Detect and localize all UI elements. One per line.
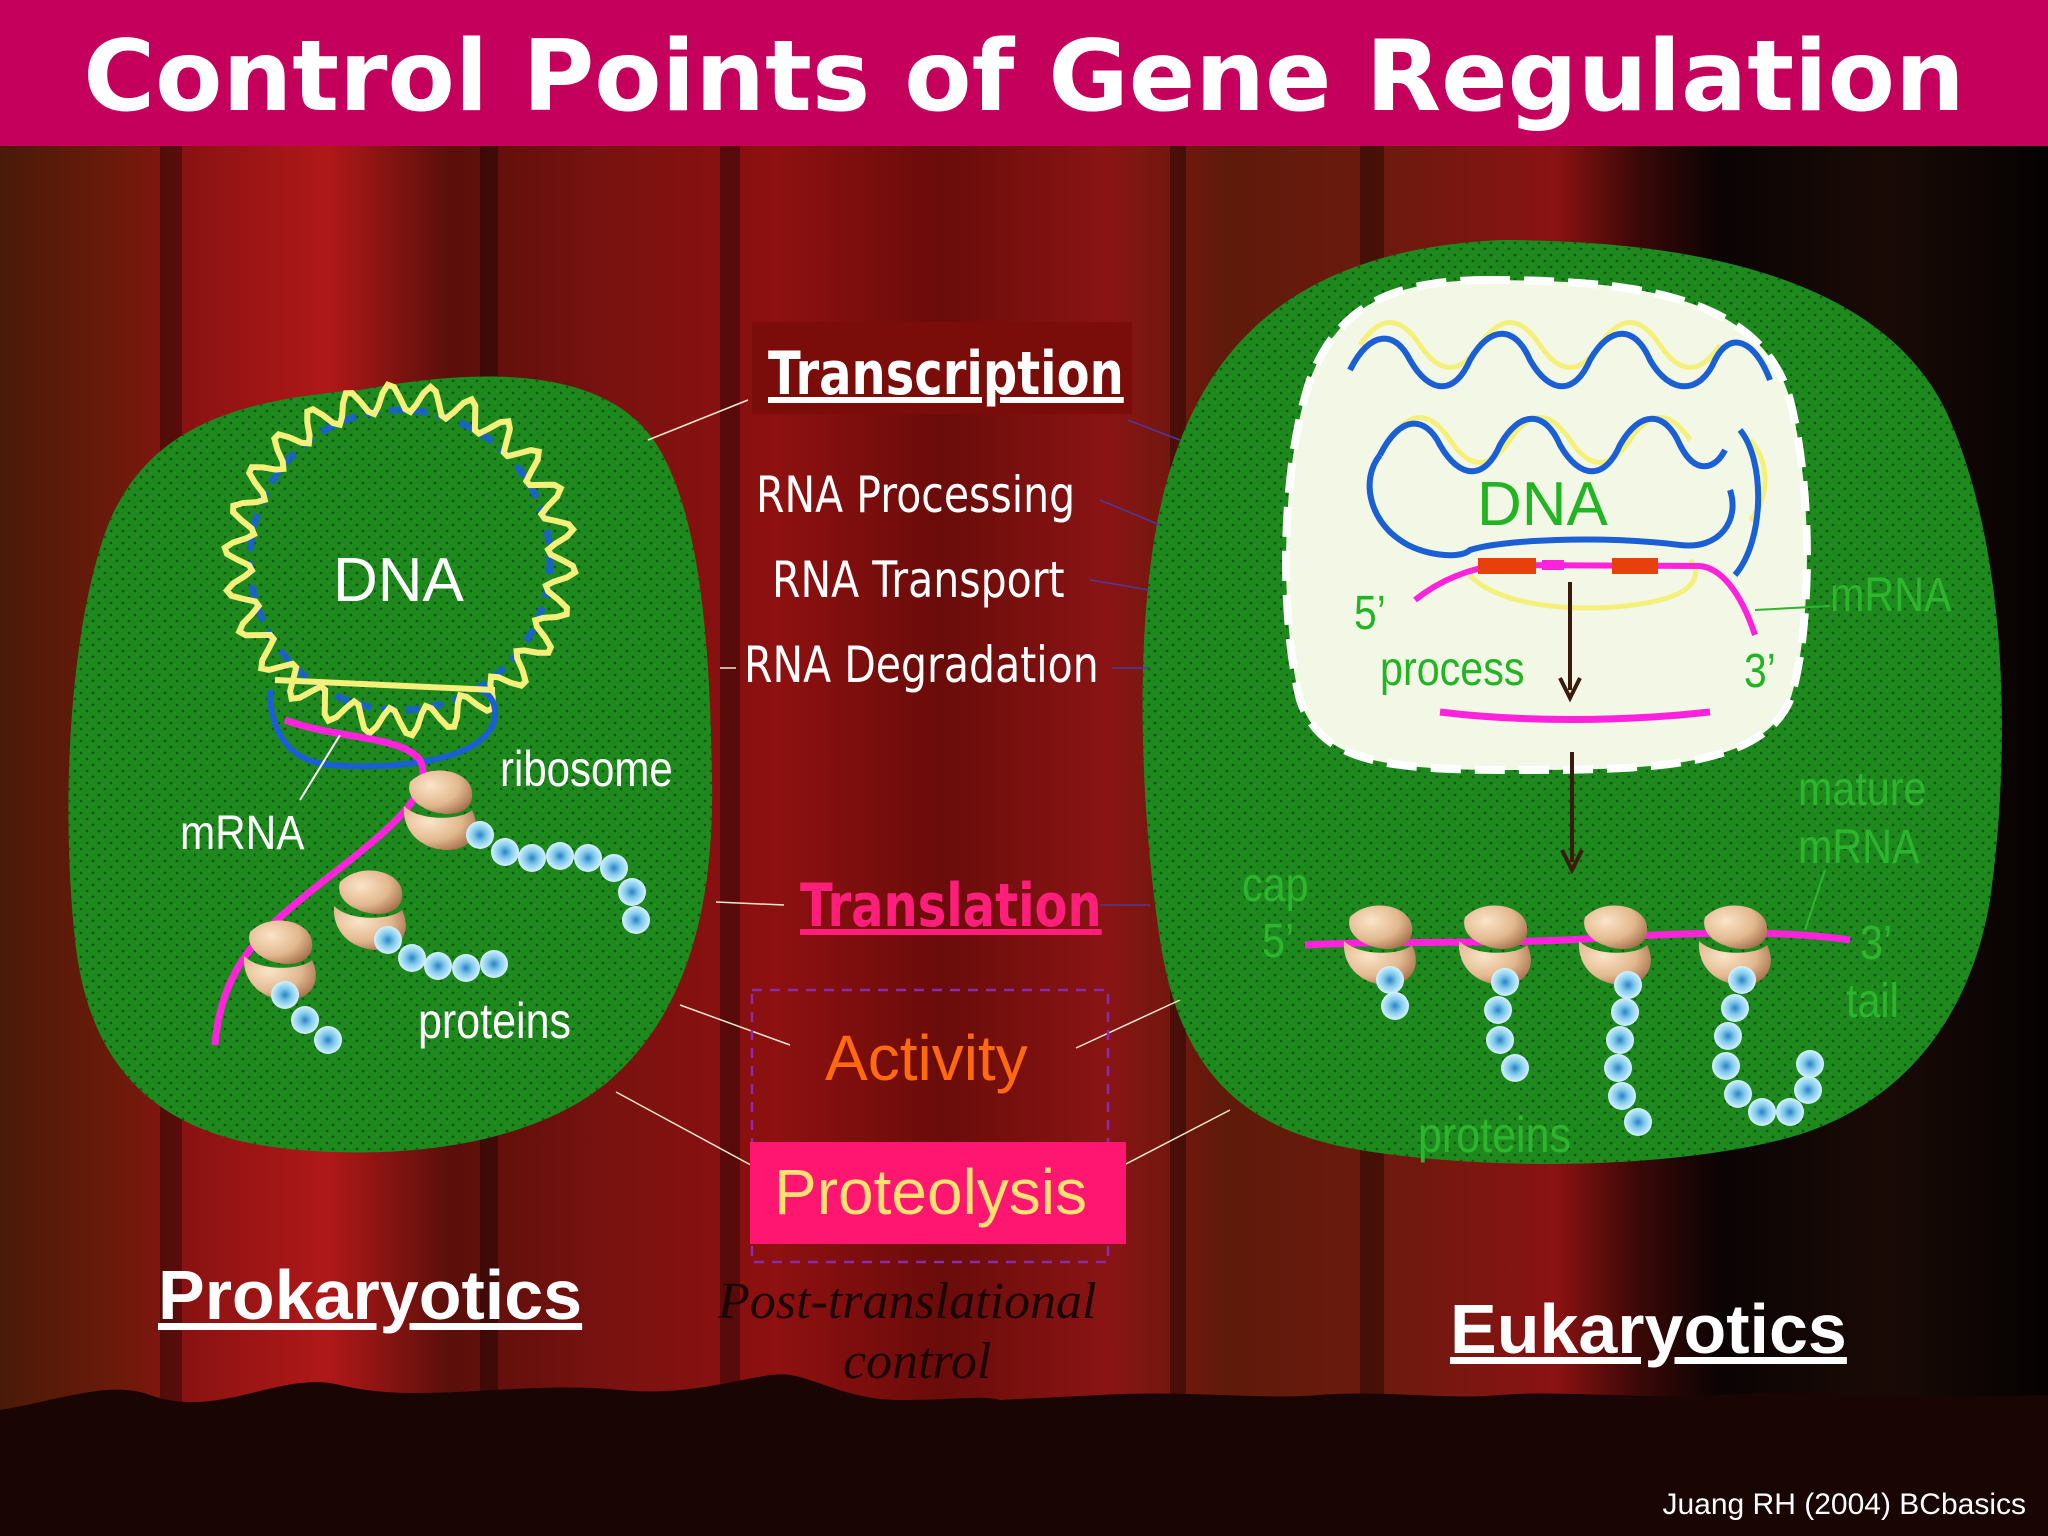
label-translation: Translation (800, 871, 1102, 941)
prokaryotic-proteins-label: proteins (418, 993, 571, 1049)
prokaryotic-mrna-label: mRNA (180, 807, 305, 860)
title-bar (0, 0, 2048, 146)
prokaryotic-mrna-strand (211, 716, 427, 1046)
prokaryotic-ribosome-label: ribosome (500, 741, 673, 797)
ground-silhouette (0, 1374, 2048, 1536)
eukaryotics-heading: Eukaryotics (1450, 1290, 1847, 1368)
pre-mrna-strand (1413, 561, 1758, 636)
label-post-translational: Post-translational (718, 1273, 1097, 1330)
prokaryotic-dna-strand (221, 381, 579, 739)
post-translational-box (750, 988, 1110, 1264)
eukaryotic-mrna-label: mRNA (1830, 569, 1952, 622)
prokaryotic-dna-label: DNA (333, 546, 464, 615)
label-rna-transport: RNA Transport (772, 551, 1065, 609)
eukaryotic-dna-label: DNA (1477, 470, 1608, 539)
cap-label: cap (1242, 859, 1309, 912)
leader-lines (615, 399, 1231, 1171)
transcription-backdrop (752, 322, 1132, 414)
label-transcription: Transcription (768, 339, 1124, 409)
slide-title: Control Points of Gene Regulation (83, 20, 1965, 134)
three-prime-label: 3’ (1744, 645, 1776, 698)
exon-block (1612, 558, 1658, 574)
prokaryotic-dna-circle (221, 381, 579, 739)
label-proteolysis: Proteolysis (774, 1156, 1087, 1228)
mature-label: mature (1798, 763, 1927, 816)
label-control: control (843, 1333, 992, 1390)
eukaryotic-proteins-label: proteins (1418, 1107, 1571, 1163)
cap-five-prime-label: 5’ (1262, 915, 1295, 968)
five-prime-label: 5’ (1354, 587, 1386, 640)
nucleus (1282, 275, 1811, 775)
prokaryotic-dna-bubble (267, 687, 499, 770)
exon-block (1478, 558, 1536, 574)
label-rna-processing: RNA Processing (756, 466, 1076, 524)
tail-three-prime-label: 3’ (1860, 917, 1893, 970)
prokaryotics-heading: Prokaryotics (158, 1256, 583, 1334)
mature-mrna-label: mRNA (1798, 821, 1920, 874)
tail-label: tail (1846, 975, 1899, 1028)
process-label: process (1380, 643, 1525, 696)
proteolysis-box (750, 1142, 1126, 1244)
eukaryotic-cell (1142, 240, 2002, 1164)
label-activity: Activity (825, 1022, 1028, 1094)
processed-mrna (1439, 708, 1711, 723)
eukaryotic-dna (1347, 320, 1773, 611)
label-rna-degradation: RNA Degradation (744, 636, 1099, 694)
credit-text: Juang RH (2004) BCbasics (1662, 1488, 2026, 1521)
prokaryotic-cell (68, 376, 713, 1153)
